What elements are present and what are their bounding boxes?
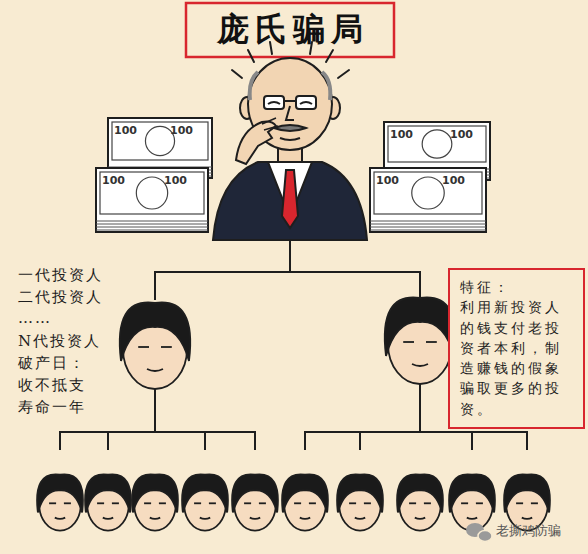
side-note: 一代投资人 <box>18 266 103 285</box>
money-stack <box>96 168 208 232</box>
investor-head <box>132 474 178 530</box>
bill-number: 100 <box>450 128 473 141</box>
investor-head <box>337 474 383 530</box>
box-heading: 特征： <box>460 277 577 297</box>
bill-number: 100 <box>164 174 187 187</box>
page-title: 庞氏骗局 <box>217 8 369 52</box>
investor-head <box>182 474 228 530</box>
side-note: 寿命一年 <box>18 398 86 417</box>
investor-head <box>282 474 328 530</box>
feature-box: 特征：利用新投资人的钱支付老投资者本利，制造赚钱的假象骗取更多的投资。 <box>448 268 585 429</box>
box-body: 利用新投资人的钱支付老投资者本利，制造赚钱的假象骗取更多的投资。 <box>460 297 577 419</box>
bill-number: 100 <box>170 124 193 137</box>
investor-head <box>504 474 550 530</box>
side-note: 收不抵支 <box>18 376 86 395</box>
side-note: …… <box>18 309 52 327</box>
money-stack <box>370 168 486 232</box>
title-frame <box>186 3 394 57</box>
investor-head <box>397 474 443 530</box>
bill-number: 100 <box>114 124 137 137</box>
side-note: 二代投资人 <box>18 288 103 307</box>
side-note: 破产日： <box>18 354 86 373</box>
bill-number: 100 <box>376 174 399 187</box>
bill-number: 100 <box>442 174 465 187</box>
investor-head <box>232 474 278 530</box>
side-note: N代投资人 <box>18 332 101 351</box>
boss-figure <box>213 42 367 240</box>
investor-head <box>120 302 191 389</box>
watermark: 老撕鸡防骗 <box>496 522 561 540</box>
investor-head <box>37 474 83 530</box>
investor-head <box>85 474 131 530</box>
wechat-icon <box>466 523 492 542</box>
investor-head <box>449 474 495 530</box>
investor-head <box>385 297 456 384</box>
bill-number: 100 <box>102 174 125 187</box>
bill-number: 100 <box>390 128 413 141</box>
